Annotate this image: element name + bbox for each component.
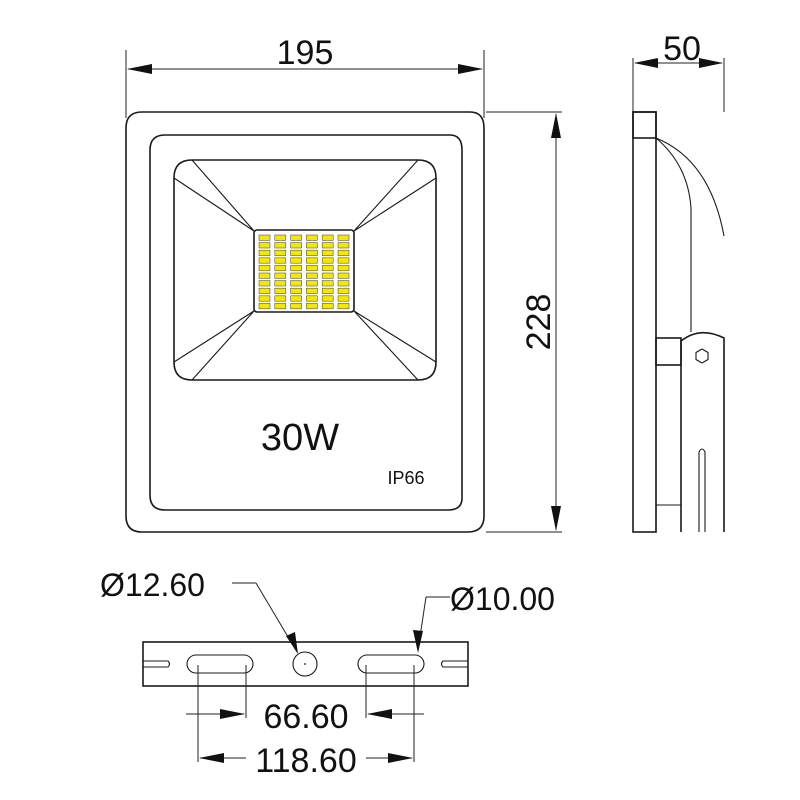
led-chip [274, 242, 287, 249]
led-chip [337, 287, 350, 294]
bracket-slot [698, 448, 706, 532]
led-chip [337, 303, 350, 310]
led-chip [321, 280, 334, 287]
led-chip [306, 257, 318, 264]
side-front-frame [632, 111, 657, 533]
outer-spacing-dimension: 118.60 [197, 665, 415, 780]
center-hole-callout: Ø12.60 [100, 567, 298, 654]
led-chip [290, 280, 302, 287]
led-chip [306, 303, 318, 310]
led-chip [258, 242, 271, 249]
reflector-facets [173, 159, 437, 381]
led-chip [290, 303, 302, 310]
led-chip [321, 242, 334, 249]
led-chip [290, 242, 302, 249]
led-chip-grid [258, 234, 350, 310]
heatsink-outer-curve [655, 137, 725, 237]
left-mounting-slot [186, 654, 254, 674]
height-dimension: 228 [486, 111, 562, 533]
right-mounting-slot [357, 654, 425, 674]
led-chip [290, 257, 302, 264]
led-chip [258, 287, 271, 294]
side-top-cap [632, 111, 657, 139]
led-chip [258, 272, 271, 279]
led-board [253, 229, 355, 313]
led-chip [258, 303, 271, 310]
led-chip [321, 265, 334, 272]
width-dimension: 195 [125, 34, 485, 118]
led-chip [337, 249, 350, 256]
led-chip [274, 303, 287, 310]
led-chip [321, 234, 334, 241]
led-chip [274, 249, 287, 256]
led-chip [258, 265, 271, 272]
center-hole-dim-label: Ø12.60 [100, 567, 205, 603]
led-chip [337, 265, 350, 272]
led-chip [274, 257, 287, 264]
led-chip [337, 257, 350, 264]
outer-spacing-label: 118.60 [255, 742, 356, 780]
led-chip [337, 280, 350, 287]
led-chip [306, 242, 318, 249]
heatsink-inner-curve [655, 137, 692, 332]
led-chip [306, 234, 318, 241]
power-label: 30W [261, 417, 339, 459]
slot-callout: Ø10.00 [413, 581, 555, 653]
side-view: 50 [632, 30, 725, 533]
bracket-view: Ø12.60 Ø10.00 66.60 118.60 [100, 567, 555, 780]
led-chip [321, 257, 334, 264]
led-chip [290, 287, 302, 294]
width-dim-label: 195 [277, 34, 334, 72]
led-chip [290, 295, 302, 302]
led-chip [306, 287, 318, 294]
led-chip [306, 272, 318, 279]
left-end-slot [143, 660, 171, 668]
bracket-plate [142, 641, 469, 687]
led-chip [321, 272, 334, 279]
led-chip [321, 249, 334, 256]
outer-housing [125, 111, 485, 533]
led-chip [258, 249, 271, 256]
led-chip [306, 249, 318, 256]
led-chip [258, 295, 271, 302]
depth-dimension: 50 [632, 30, 725, 112]
bracket-arm [680, 331, 725, 532]
led-chip [290, 272, 302, 279]
led-chip [274, 265, 287, 272]
right-end-slot [440, 660, 468, 668]
led-chip [306, 295, 318, 302]
led-chip [258, 280, 271, 287]
slot-dim-label: Ø10.00 [450, 581, 555, 617]
height-dim-label: 228 [520, 294, 558, 351]
led-chip [306, 280, 318, 287]
center-hole [292, 651, 318, 677]
led-chip [337, 295, 350, 302]
led-chip [274, 287, 287, 294]
led-chip [337, 242, 350, 249]
led-chip [258, 257, 271, 264]
led-chip [290, 234, 302, 241]
led-chip [321, 303, 334, 310]
reflector [173, 159, 437, 381]
ip-rating-label: IP66 [387, 468, 424, 488]
led-chip [290, 249, 302, 256]
led-chip [258, 234, 271, 241]
led-chip [274, 234, 287, 241]
hex-bolt-icon [695, 348, 709, 364]
led-chip [306, 265, 318, 272]
inner-spacing-label: 66.60 [263, 698, 348, 736]
led-chip [321, 295, 334, 302]
depth-dim-label: 50 [663, 30, 701, 68]
led-chip [274, 272, 287, 279]
led-chip [337, 234, 350, 241]
led-chip [337, 272, 350, 279]
led-chip [274, 280, 287, 287]
led-chip [274, 295, 287, 302]
led-chip [290, 265, 302, 272]
led-chip [321, 287, 334, 294]
inner-bezel [149, 134, 463, 511]
front-view: 195 30W IP66 [125, 34, 562, 533]
inner-spacing-dimension: 66.60 [186, 665, 424, 736]
hinge-block [655, 337, 682, 366]
